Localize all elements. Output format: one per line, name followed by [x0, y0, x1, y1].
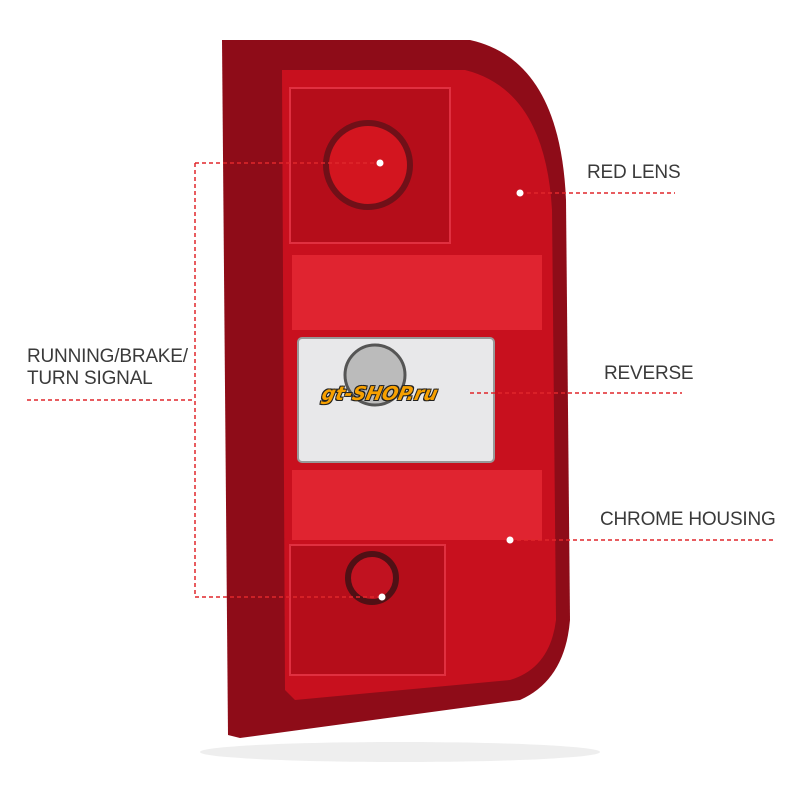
watermark: gt-SHOP.ru	[319, 383, 440, 405]
reverse-bulb	[343, 343, 407, 407]
callout-dots	[376, 159, 524, 601]
shadow	[200, 742, 600, 762]
callout-red-lens: RED LENS	[587, 162, 681, 183]
upper-bulb	[323, 120, 413, 210]
callout-chrome-housing: CHROME HOUSING	[600, 509, 776, 530]
callout-running-brake-turn: RUNNING/BRAKE/ TURN SIGNAL	[27, 346, 188, 390]
red-band-bottom	[292, 470, 542, 540]
lower-bulb	[345, 551, 399, 605]
callout-label-line2: TURN SIGNAL	[27, 368, 153, 389]
callout-lines	[27, 162, 775, 598]
callout-label-line1: RUNNING/BRAKE/	[27, 346, 188, 367]
red-band-top	[292, 255, 542, 330]
callout-reverse: REVERSE	[604, 363, 694, 384]
